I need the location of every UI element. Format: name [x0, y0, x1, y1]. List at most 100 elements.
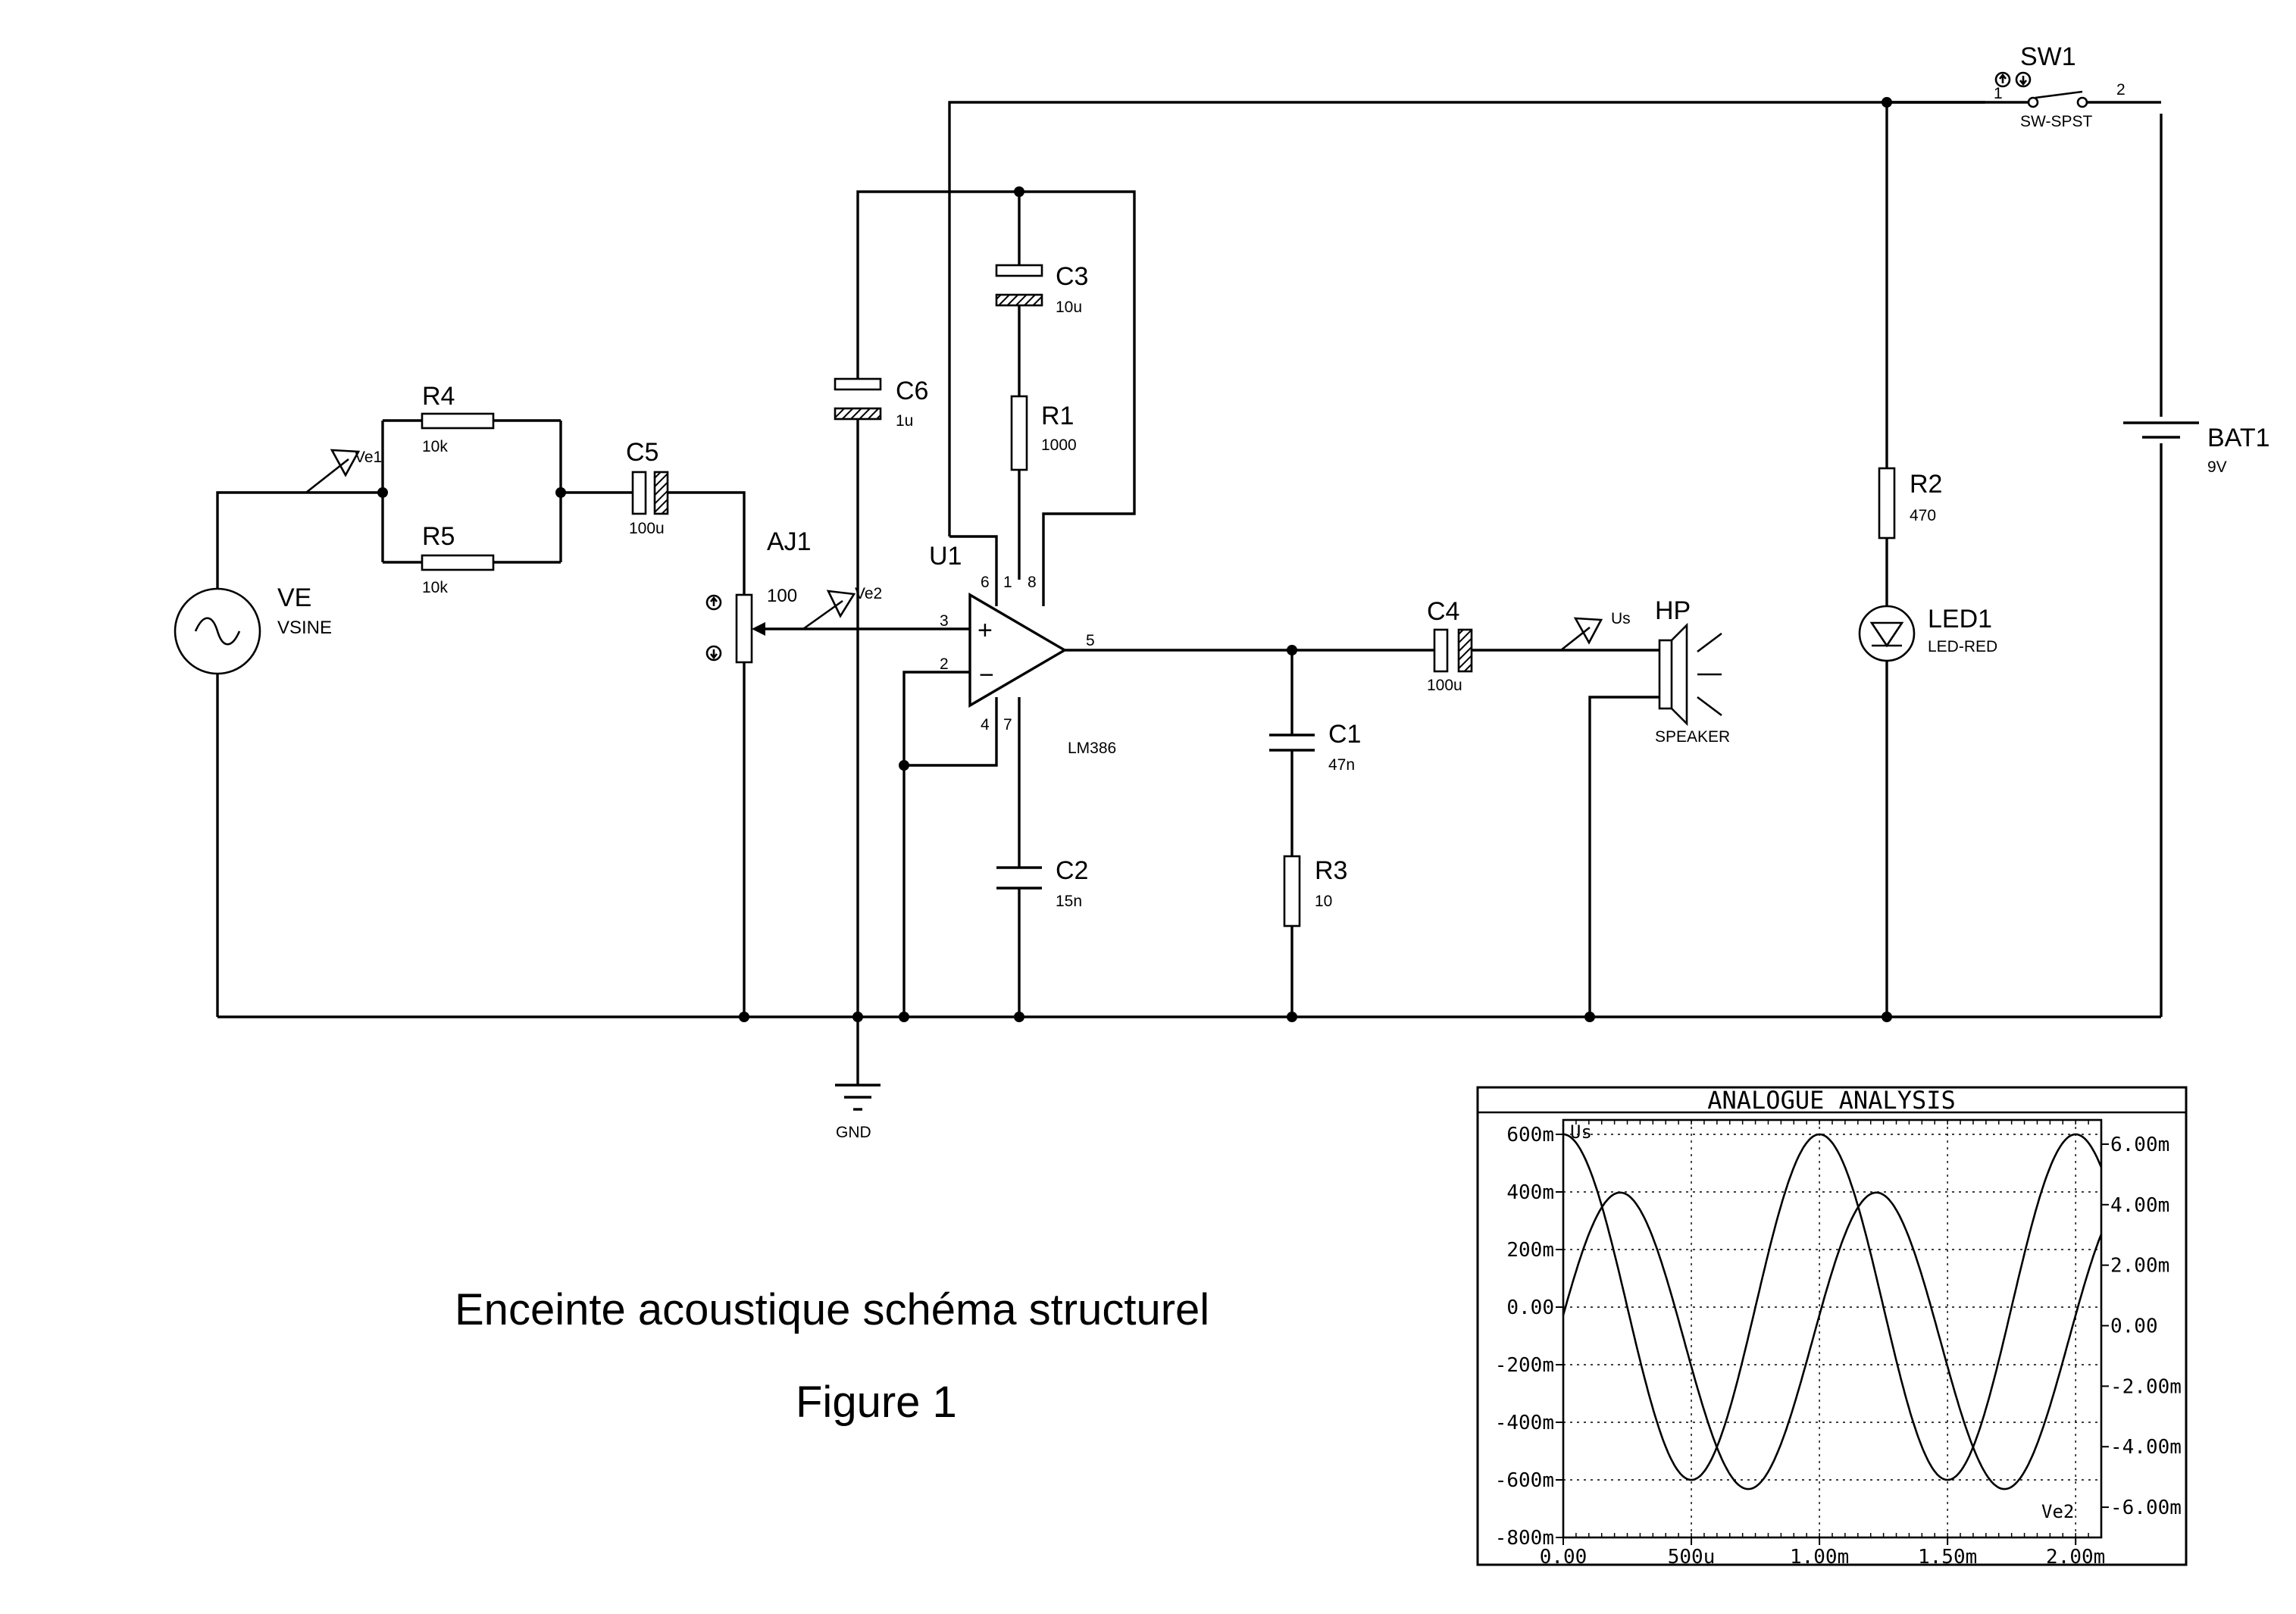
right-tick-label: -6.00m — [2110, 1497, 2182, 1519]
sw1-pin1: 1 — [1994, 85, 2003, 102]
u1-plus: + — [978, 616, 993, 645]
probe-us-label: Us — [1611, 610, 1631, 627]
r1-value: 1000 — [1041, 436, 1077, 454]
ve-value: VSINE — [277, 618, 332, 638]
x-tick-label: 500u — [1668, 1546, 1716, 1569]
led1-ref: LED1 — [1928, 605, 1992, 633]
left-tick-label: -800m — [1495, 1527, 1554, 1550]
u1-pin5: 5 — [1086, 632, 1095, 649]
r3-ref: R3 — [1315, 856, 1347, 885]
c6-value: 1u — [896, 412, 913, 430]
u1-pin3: 3 — [940, 612, 949, 630]
aj1-value: 100 — [767, 586, 797, 606]
led1-value: LED-RED — [1928, 638, 1997, 655]
caption-title: Enceinte acoustique schéma structurel — [455, 1285, 1209, 1334]
left-tick-label: -600m — [1495, 1469, 1554, 1492]
plot-grid — [1563, 1120, 2101, 1537]
c5-ref: C5 — [626, 438, 658, 467]
left-tick-label: 600m — [1506, 1124, 1554, 1146]
hp-ref: HP — [1655, 596, 1691, 625]
switch-sw1[interactable]: 1 2 SW1 SW-SPST — [1887, 42, 2167, 130]
c4-ref: C4 — [1427, 597, 1459, 626]
series-line-ve2 — [1562, 1191, 2103, 1490]
left-tick-label: 200m — [1506, 1239, 1554, 1262]
probe-ve1[interactable]: Ve1 — [305, 449, 382, 494]
right-tick-label: 0.00 — [2110, 1315, 2158, 1338]
u1-pin8: 8 — [1028, 574, 1037, 591]
c6-ref: C6 — [896, 377, 928, 405]
u1-pin7: 7 — [1003, 716, 1012, 733]
right-tick-label: 6.00m — [2110, 1134, 2169, 1156]
c5-value: 100u — [629, 520, 665, 537]
left-tick-label: 400m — [1506, 1181, 1554, 1204]
left-tick-label: -200m — [1495, 1354, 1554, 1377]
r3-value: 10 — [1315, 893, 1332, 910]
r2-ref: R2 — [1910, 470, 1942, 499]
resistor-r5[interactable]: R5 10k — [421, 522, 495, 596]
analogue-analysis-panel[interactable]: ANALOGUE ANALYSIS 600m 400m 200m 0.00 -200m -… — [1476, 1086, 2188, 1569]
sine-source-ve[interactable]: VE VSINE — [174, 583, 332, 675]
x-tick-label: 2.00m — [2046, 1546, 2105, 1569]
c1-value: 47n — [1328, 756, 1355, 774]
probe-ve1-label: Ve1 — [355, 449, 382, 466]
probe-us[interactable]: Us — [1560, 610, 1631, 652]
c2-value: 15n — [1056, 893, 1082, 910]
gnd-label: GND — [836, 1124, 871, 1141]
potentiometer-aj1[interactable]: AJ1 100 — [705, 527, 812, 664]
led-led1[interactable]: LED1 LED-RED — [1858, 605, 1997, 662]
opamp-u1[interactable]: + − U1 LM386 3 2 5 6 1 8 4 7 — [929, 542, 1116, 757]
ground-symbol: GND — [835, 1084, 881, 1141]
graph-title: ANALOGUE ANALYSIS — [1707, 1086, 1956, 1115]
u1-pin2: 2 — [940, 655, 949, 673]
c1-ref: C1 — [1328, 720, 1361, 749]
capacitor-c6[interactable]: C6 1u — [834, 377, 928, 430]
x-tick-label: 1.00m — [1790, 1546, 1849, 1569]
u1-minus: − — [979, 661, 994, 690]
r5-ref: R5 — [422, 522, 455, 551]
right-axis: 6.00m 4.00m 2.00m 0.00 -2.00m -4.00m -6.00m — [2101, 1134, 2182, 1519]
c3-value: 10u — [1056, 299, 1082, 316]
u1-value: LM386 — [1068, 740, 1116, 757]
battery-bat1[interactable]: BAT1 9V — [2123, 421, 2270, 476]
probe-ve2[interactable]: Ve2 — [802, 585, 882, 630]
r4-value: 10k — [422, 438, 448, 455]
u1-pin4: 4 — [981, 716, 990, 733]
sw1-ref: SW1 — [2020, 42, 2076, 71]
capacitor-c2[interactable]: C2 15n — [996, 856, 1088, 910]
r1-ref: R1 — [1041, 402, 1074, 430]
right-tick-label: -2.00m — [2110, 1375, 2182, 1398]
c4-value: 100u — [1427, 677, 1462, 694]
caption-figure: Figure 1 — [796, 1378, 957, 1427]
sw1-pin2: 2 — [2116, 81, 2126, 99]
speaker-hp[interactable]: HP SPEAKER — [1655, 596, 1730, 746]
right-tick-label: 2.00m — [2110, 1255, 2169, 1278]
bat1-ref: BAT1 — [2207, 424, 2270, 452]
u1-pin1: 1 — [1003, 574, 1012, 591]
probe-ve2-label: Ve2 — [855, 585, 882, 602]
c3-ref: C3 — [1056, 262, 1088, 291]
u1-pin6: 6 — [981, 574, 990, 591]
right-tick-label: -4.00m — [2110, 1436, 2182, 1459]
capacitor-c5[interactable]: C5 100u — [626, 438, 669, 537]
capacitor-c4[interactable]: C4 100u — [1427, 597, 1473, 694]
resistor-r3[interactable]: R3 10 — [1283, 855, 1347, 927]
wires — [216, 101, 2163, 1085]
resistor-r4[interactable]: R4 10k — [421, 382, 495, 455]
left-tick-label: 0.00 — [1506, 1297, 1554, 1319]
r2-value: 470 — [1910, 507, 1936, 524]
resistor-r2[interactable]: R2 470 — [1878, 467, 1942, 540]
ve-ref: VE — [277, 583, 311, 612]
sw1-value: SW-SPST — [2020, 113, 2092, 130]
junctions — [377, 97, 1892, 1022]
x-tick-label: 0.00 — [1540, 1546, 1587, 1569]
r5-value: 10k — [422, 579, 448, 596]
capacitor-c3[interactable]: C3 10u — [995, 262, 1088, 316]
right-tick-label: 4.00m — [2110, 1194, 2169, 1217]
capacitor-c1[interactable]: C1 47n — [1269, 720, 1361, 774]
resistor-r1[interactable]: R1 1000 — [1010, 395, 1077, 471]
c2-ref: C2 — [1056, 856, 1088, 885]
series-line-us — [1562, 1133, 2103, 1481]
